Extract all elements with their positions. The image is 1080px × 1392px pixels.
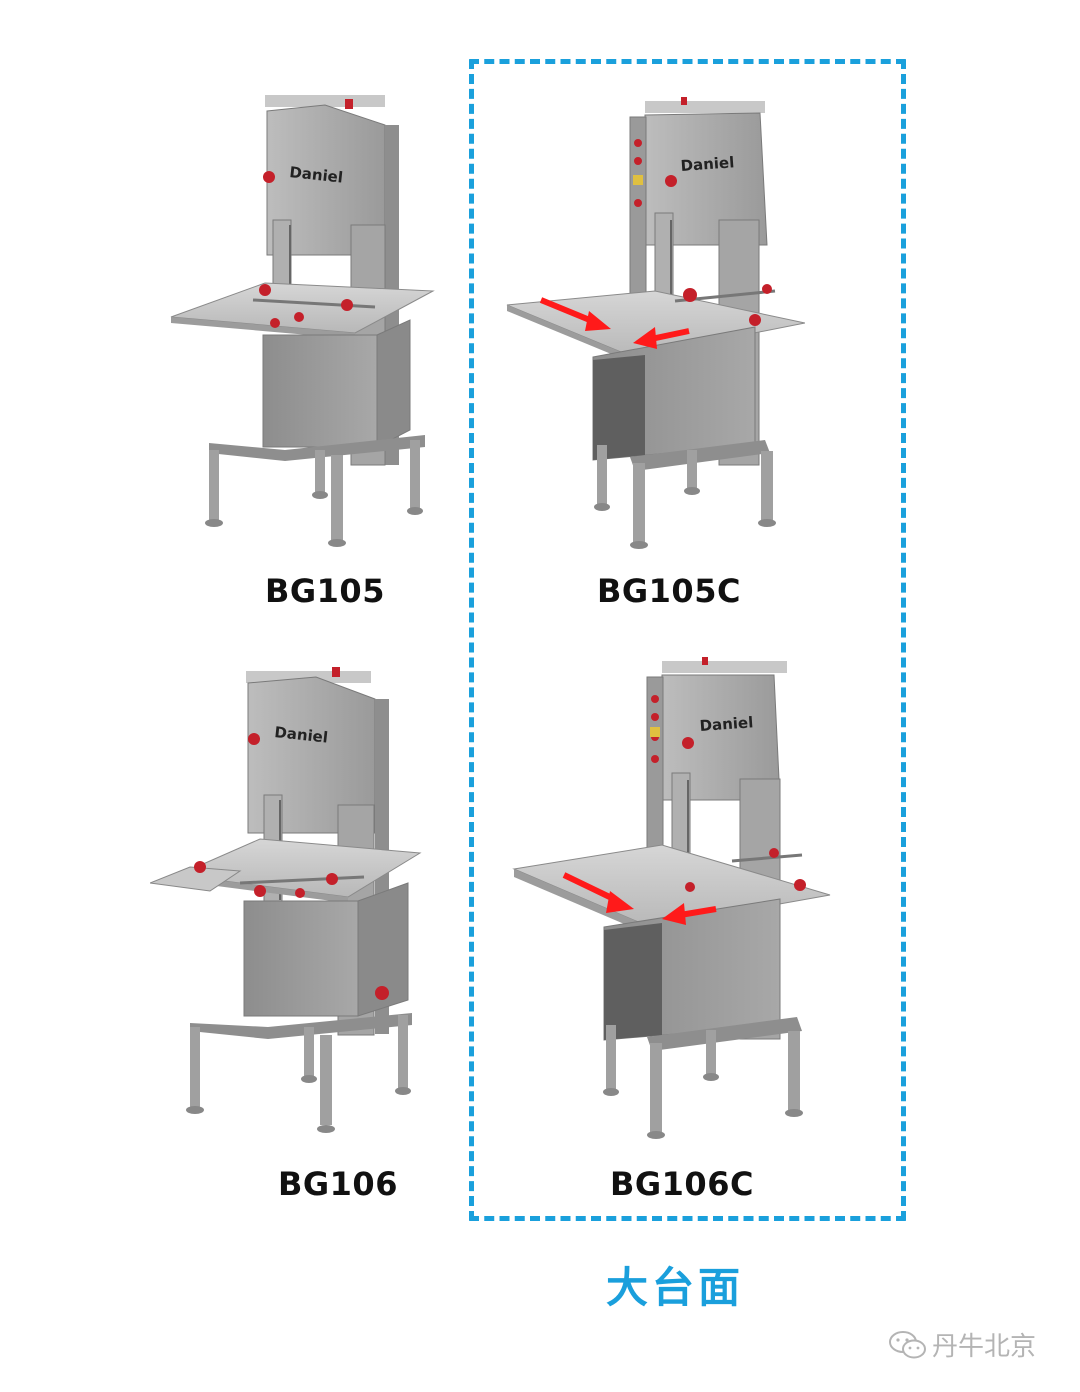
brand-logo: Daniel <box>699 713 754 735</box>
wechat-icon <box>889 1330 926 1358</box>
watermark-text: 丹牛北京 <box>932 1332 1037 1362</box>
band-saw-bg105c-image: Daniel <box>506 97 805 549</box>
wechat-watermark: 丹牛北京 <box>888 1326 1036 1363</box>
brand-logo: Daniel <box>680 153 735 175</box>
brand-logo: Daniel <box>274 723 329 747</box>
model-label-bg105: BG105 <box>265 572 385 610</box>
brand-logo: Daniel <box>289 163 344 187</box>
model-label-bg106: BG106 <box>278 1165 398 1203</box>
table-extension-arrow <box>539 297 690 349</box>
model-label-bg105c: BG105C <box>597 572 741 610</box>
band-saw-bg105-image: Daniel <box>170 95 435 547</box>
band-saw-bg106c-image: Daniel <box>512 657 831 1139</box>
large-table-label: 大台面 <box>605 1263 744 1312</box>
band-saw-bg106-image: Daniel <box>150 667 422 1133</box>
table-extension-arrow <box>562 872 717 925</box>
model-label-bg106c: BG106C <box>610 1165 754 1203</box>
large-table-highlight-frame <box>469 59 906 1221</box>
